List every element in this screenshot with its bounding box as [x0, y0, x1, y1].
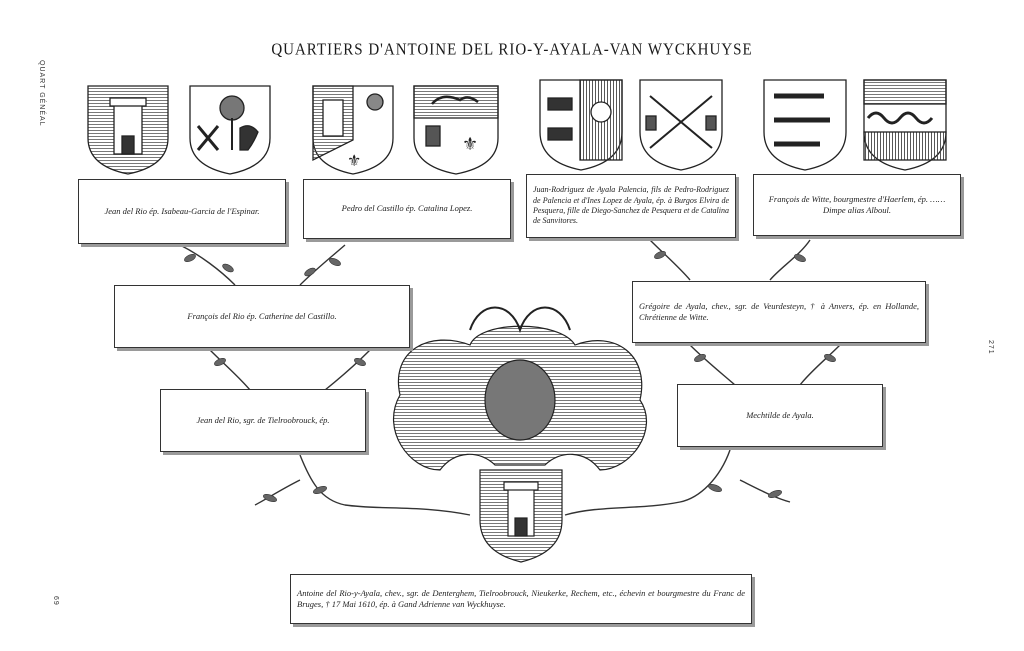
shield-saltire-icon [639, 79, 723, 171]
shield-lions-icon [763, 79, 847, 171]
shield-wavy-icon [863, 79, 947, 171]
page-title: QUARTIERS D'ANTOINE DEL RIO-Y-AYALA-VAN … [271, 40, 753, 60]
vine-leaves [184, 250, 836, 502]
svg-text:⚜: ⚜ [347, 153, 361, 170]
box-ayala-great-grandparents: Juan-Rodriguez de Ayala Palencia, fils d… [526, 174, 736, 238]
box-father: Jean del Rio, sgr. de Tielroobrouck, ép. [160, 389, 366, 452]
box-subject: Antoine del Rio-y-Ayala, chev., sgr. de … [290, 574, 752, 624]
svg-text:⚜: ⚜ [462, 134, 478, 154]
shield-quartered-icon [539, 79, 623, 171]
shield-tower-fleur-icon: ⚜ [312, 85, 394, 175]
shield-tower-icon [87, 85, 169, 175]
shield-beast-fleur-icon: ⚜ [413, 85, 499, 175]
page-number-right: 271 [987, 340, 994, 355]
side-label: QUART GÉNÉAL [38, 60, 45, 127]
page-number-left: 69 [52, 596, 59, 606]
central-crest [393, 306, 647, 563]
box-castillo-great-grandparents: Pedro del Castillo ép. Catalina Lopez. [303, 179, 511, 239]
shield-tree-lion-icon [189, 85, 271, 175]
box-rio-great-grandparents: Jean del Rio ép. Isabeau-Garcia de l'Esp… [78, 179, 286, 244]
box-ayala-grandparents: Grégoire de Ayala, chev., sgr. de Veurde… [632, 281, 926, 343]
box-rio-grandparents: François del Rio ép. Catherine del Casti… [114, 285, 410, 348]
box-mother: Mechtilde de Ayala. [677, 384, 883, 447]
vine-branches [179, 239, 841, 516]
box-witte-great-grandparents: François de Witte, bourgmestre d'Haerlem… [753, 174, 961, 236]
shields-row: ⚜ ⚜ [87, 79, 947, 175]
